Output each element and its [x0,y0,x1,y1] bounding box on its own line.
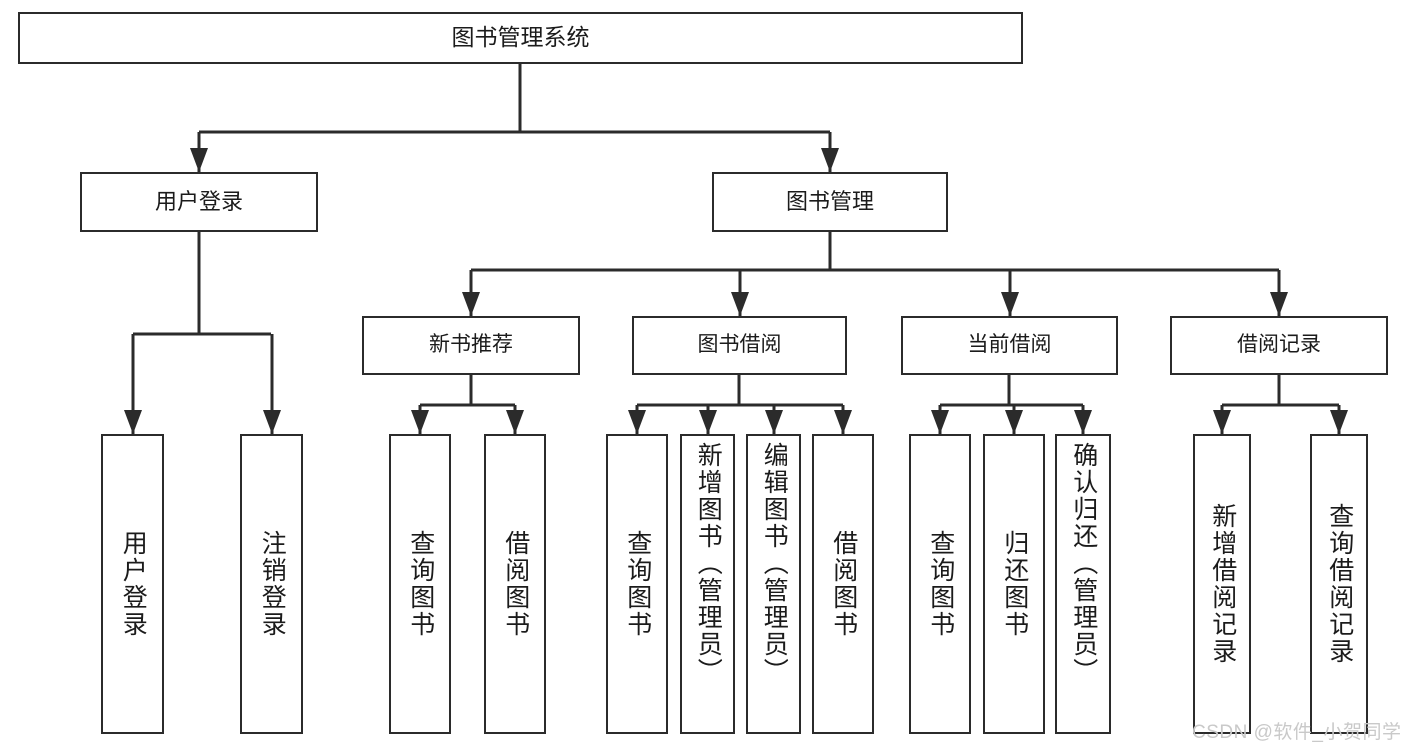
node-book-manage[interactable]: 图书管理 [712,172,948,232]
arrow-head-icon [462,292,480,316]
arrow-head-icon [699,410,717,434]
node-label: 编辑图书（管理员） [760,442,789,685]
node-label: 归还图书 [1000,530,1029,638]
arrow-head-icon [1213,410,1231,434]
node-book-borrow[interactable]: 图书借阅 [632,316,847,375]
node-label: 图书管理系统 [451,24,590,51]
node-leaf-query-book-current[interactable]: 查询图书 [909,434,971,734]
node-leaf-return-book[interactable]: 归还图书 [983,434,1045,734]
arrow-head-icon [1005,410,1023,434]
node-leaf-borrow-book-rec[interactable]: 借阅图书 [484,434,546,734]
node-label: 当前借阅 [967,333,1052,357]
arrow-head-icon [1270,292,1288,316]
arrow-head-icon [263,410,281,434]
node-label: 用户登录 [119,530,148,638]
node-leaf-edit-book-admin[interactable]: 编辑图书（管理员） [746,434,801,734]
arrow-head-icon [821,148,839,172]
arrow-head-icon [765,410,783,434]
node-label: 借阅图书 [501,530,530,638]
node-label: 确认归还（管理员） [1069,442,1098,685]
node-label: 注销登录 [258,530,287,638]
node-leaf-query-borrow-record[interactable]: 查询借阅记录 [1310,434,1368,734]
node-label: 图书借阅 [697,333,782,357]
node-new-book-rec[interactable]: 新书推荐 [362,316,580,375]
node-label: 查询图书 [623,530,652,638]
arrow-head-icon [411,410,429,434]
arrow-head-icon [124,410,142,434]
node-label: 新书推荐 [429,333,513,357]
arrow-head-icon [628,410,646,434]
arrow-head-icon [1074,410,1092,434]
node-user-login[interactable]: 用户登录 [80,172,318,232]
node-label: 用户登录 [154,189,243,215]
node-label: 新增图书（管理员） [694,442,723,685]
arrow-head-icon [1330,410,1348,434]
node-borrow-record[interactable]: 借阅记录 [1170,316,1388,375]
node-label: 查询图书 [406,530,435,638]
arrow-head-icon [931,410,949,434]
node-label: 图书管理 [785,189,874,215]
node-leaf-user-login[interactable]: 用户登录 [101,434,164,734]
node-label: 查询借阅记录 [1325,503,1354,665]
node-leaf-query-book-rec[interactable]: 查询图书 [389,434,451,734]
node-leaf-borrow-book[interactable]: 借阅图书 [812,434,874,734]
watermark-text: CSDN @软件_小贺同学 [1192,722,1402,743]
arrow-head-icon [190,148,208,172]
node-leaf-confirm-return-admin[interactable]: 确认归还（管理员） [1055,434,1111,734]
node-label: 借阅图书 [829,530,858,638]
arrow-head-icon [506,410,524,434]
arrow-head-icon [834,410,852,434]
node-leaf-query-book-borrow[interactable]: 查询图书 [606,434,668,734]
node-leaf-user-logout[interactable]: 注销登录 [240,434,303,734]
arrow-head-icon [1001,292,1019,316]
node-leaf-add-borrow-record[interactable]: 新增借阅记录 [1193,434,1251,734]
node-label: 借阅记录 [1237,333,1321,357]
node-label: 查询图书 [926,530,955,638]
connector-group [124,64,1348,434]
node-leaf-add-book-admin[interactable]: 新增图书（管理员） [680,434,735,734]
node-label: 新增借阅记录 [1208,503,1237,665]
arrow-head-icon [731,292,749,316]
node-root[interactable]: 图书管理系统 [18,12,1023,64]
node-current-borrow[interactable]: 当前借阅 [901,316,1118,375]
